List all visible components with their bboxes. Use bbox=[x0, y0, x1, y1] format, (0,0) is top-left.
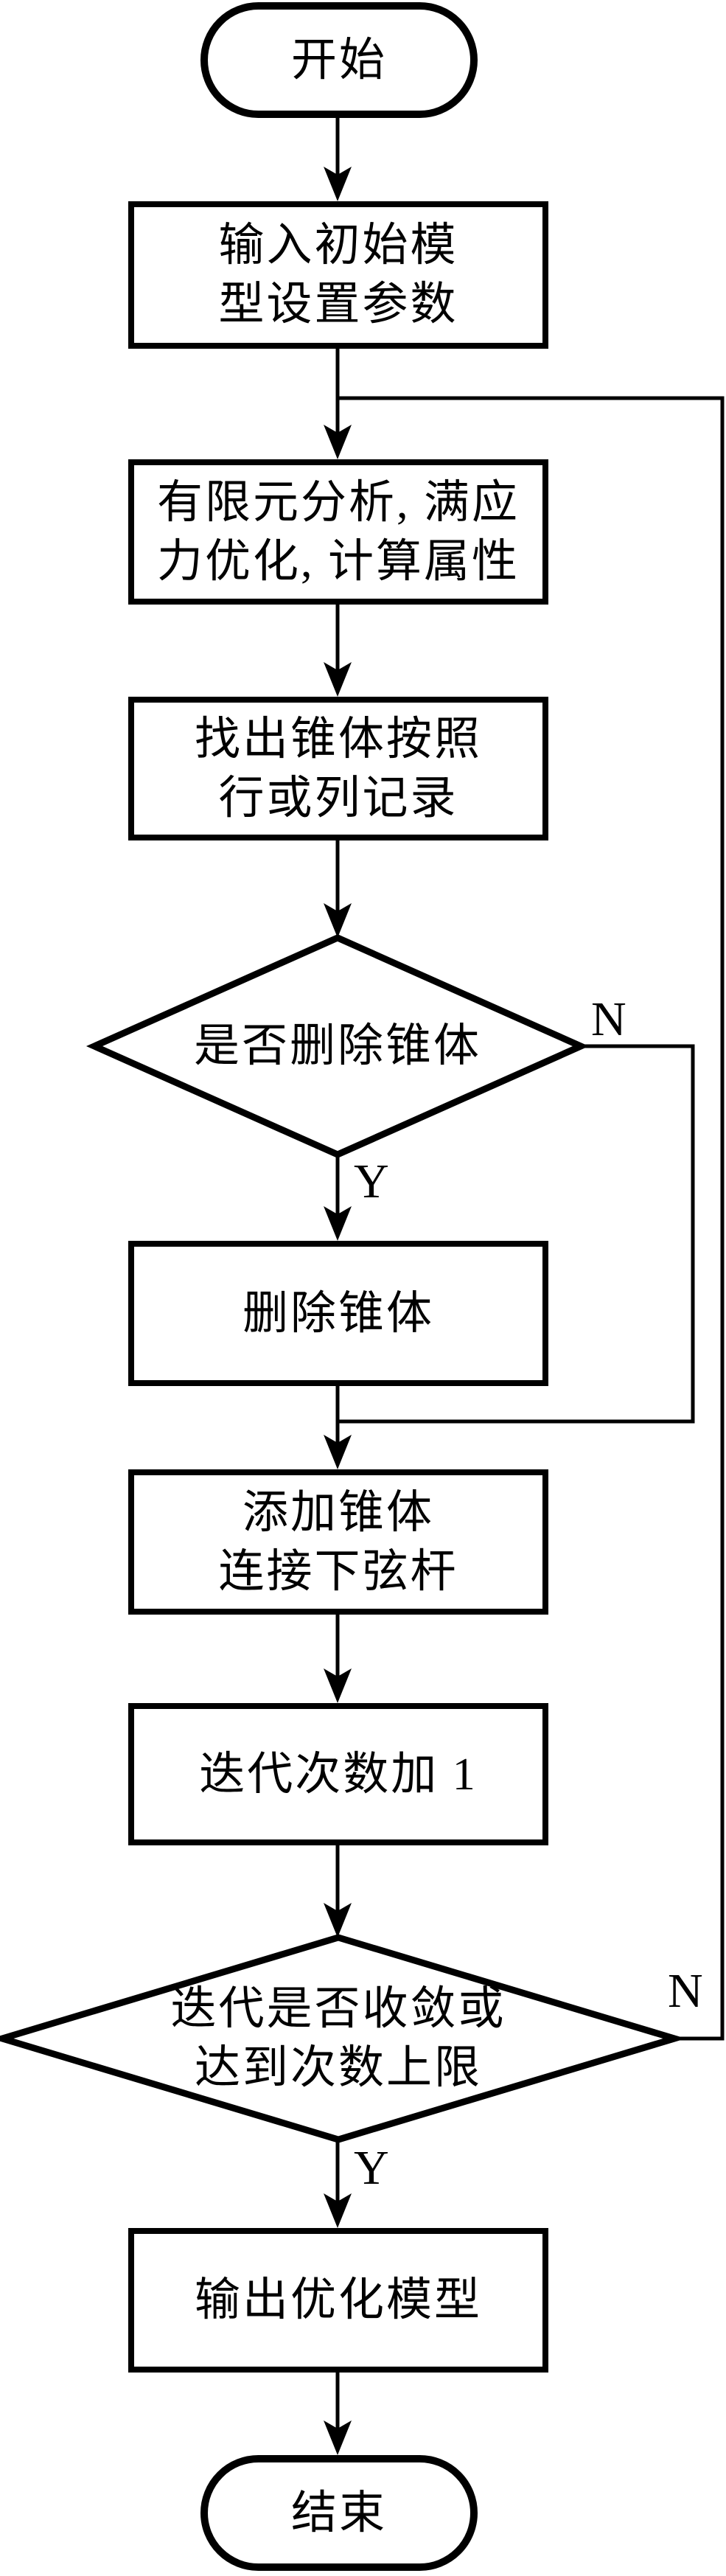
loop-line-no-delete bbox=[338, 1044, 695, 1424]
find-cones-line1: 找出锥体按照 bbox=[194, 714, 482, 765]
delete-cone-box: 删除锥体 bbox=[128, 1241, 548, 1386]
arrowhead bbox=[324, 662, 352, 697]
arrowhead bbox=[324, 167, 352, 201]
arrowhead bbox=[324, 2193, 352, 2228]
add-cone-line1: 添加锥体 bbox=[242, 1487, 434, 1538]
loop-line-not-converged bbox=[338, 396, 725, 2041]
end-label: 结束 bbox=[290, 2488, 387, 2538]
delete-cone-label: 删除锥体 bbox=[242, 1288, 434, 1339]
fea-optimization-line2: 力优化, 计算属性 bbox=[156, 536, 520, 587]
iteration-counter-box: 迭代次数加 1 bbox=[128, 1703, 548, 1845]
branch-label-no-1: N bbox=[591, 992, 626, 1046]
iteration-counter-label: 迭代次数加 1 bbox=[199, 1749, 478, 1800]
find-cones-line2: 行或列记录 bbox=[218, 773, 458, 824]
output-model-box: 输出优化模型 bbox=[128, 2228, 548, 2373]
delete-decision-text: 是否删除锥体 bbox=[80, 1017, 596, 1076]
fea-optimization-box: 有限元分析, 满应 力优化, 计算属性 bbox=[128, 459, 548, 605]
input-parameters-box: 输入初始模 型设置参数 bbox=[128, 201, 548, 349]
convergence-decision-line2: 达到次数上限 bbox=[194, 2043, 482, 2093]
arrowhead bbox=[324, 1206, 352, 1241]
delete-decision-label: 是否删除锥体 bbox=[193, 1021, 481, 1071]
start-label: 开始 bbox=[290, 35, 387, 86]
end-terminator: 结束 bbox=[200, 2455, 478, 2571]
add-cone-box: 添加锥体 连接下弦杆 bbox=[128, 1469, 548, 1615]
convergence-decision-diamond bbox=[0, 1934, 686, 2143]
branch-label-yes-1: Y bbox=[354, 1155, 389, 1208]
input-parameters-line1: 输入初始模 bbox=[218, 220, 458, 271]
fea-optimization-line1: 有限元分析, 满应 bbox=[156, 477, 520, 528]
arrowhead bbox=[324, 1903, 352, 1938]
convergence-decision-text: 迭代是否收敛或 达到次数上限 bbox=[7, 1980, 670, 2098]
branch-label-yes-2: Y bbox=[354, 2141, 389, 2195]
branch-label-no-2: N bbox=[668, 1964, 703, 2018]
find-cones-box: 找出锥体按照 行或列记录 bbox=[128, 697, 548, 840]
convergence-decision-line1: 迭代是否收敛或 bbox=[170, 1984, 506, 2034]
arrowhead bbox=[324, 903, 352, 938]
arrowhead bbox=[324, 425, 352, 459]
start-terminator: 开始 bbox=[200, 2, 478, 118]
arrowhead bbox=[324, 2420, 352, 2455]
delete-decision-diamond bbox=[85, 934, 590, 1158]
add-cone-line2: 连接下弦杆 bbox=[218, 1546, 458, 1597]
output-model-label: 输出优化模型 bbox=[194, 2275, 482, 2325]
arrowhead bbox=[324, 1435, 352, 1469]
arrowhead bbox=[324, 1668, 352, 1703]
input-parameters-line2: 型设置参数 bbox=[218, 279, 458, 330]
